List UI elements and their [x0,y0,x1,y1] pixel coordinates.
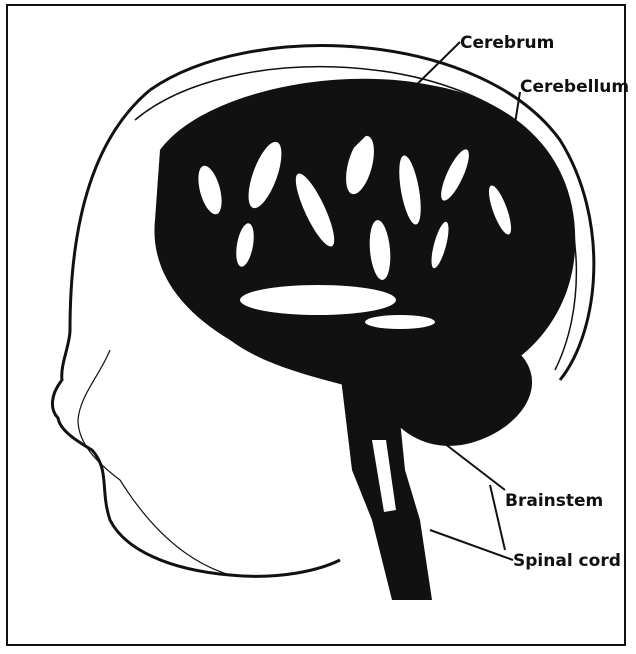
cerebellum-shape [385,328,532,446]
spinal-cord-label: Spinal cord [513,551,621,571]
cerebrum-label: Cerebrum [460,33,554,53]
brainstem-label: Brainstem [505,491,603,511]
cerebellum-label: Cerebellum [520,77,629,97]
